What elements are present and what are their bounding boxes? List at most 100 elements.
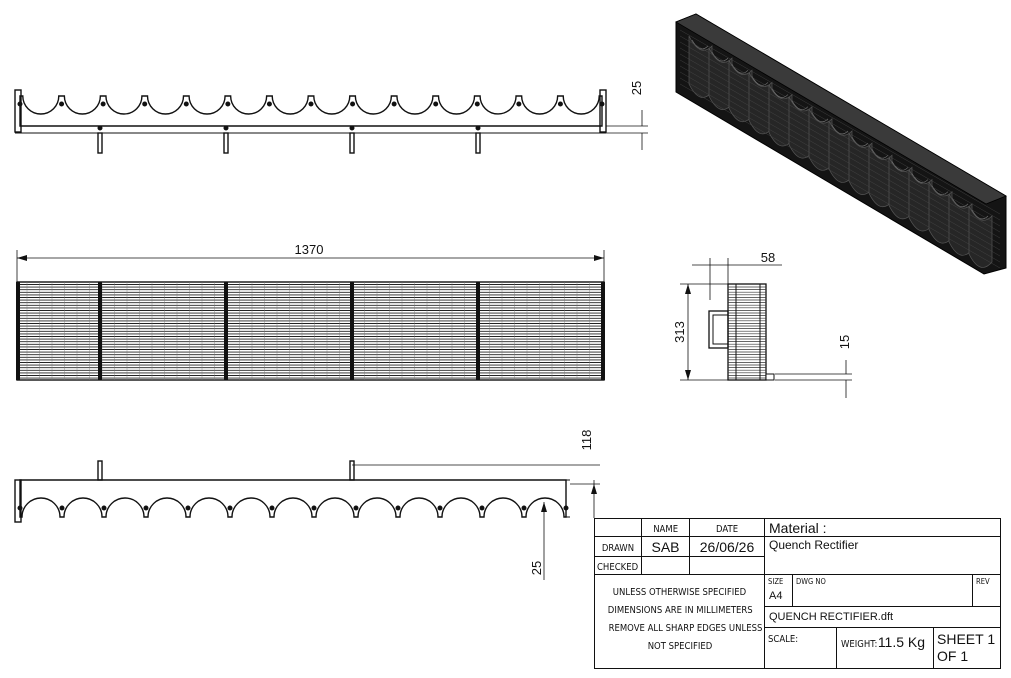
- front-support-rib: [98, 282, 102, 380]
- side-view: [708, 283, 775, 381]
- front-support-rib: [350, 282, 354, 380]
- tb-checked-label: CHECKED: [595, 557, 642, 575]
- dim-15: 15: [837, 335, 852, 349]
- top-left-endplate: [14, 89, 22, 133]
- top-view: [14, 89, 607, 154]
- front-support-rib: [224, 282, 228, 380]
- tb-checked-name: [642, 557, 690, 575]
- top-pin-hole: [350, 101, 356, 107]
- bottom-pin-hole: [353, 505, 359, 511]
- bottom-pin-hole: [563, 505, 569, 511]
- bottom-comb-outline: [19, 479, 567, 518]
- iso-fin-line: [679, 83, 1001, 269]
- top-mount-tab: [475, 132, 481, 154]
- top-pin-hole: [308, 101, 314, 107]
- iso-channel-highlight: [891, 161, 909, 171]
- top-bolt-hole: [97, 125, 103, 131]
- iso-channel-highlight: [751, 76, 769, 86]
- side-bracket-inner: [712, 314, 729, 345]
- iso-fin-line: [679, 71, 1001, 257]
- top-pin-hole: [557, 101, 563, 107]
- top-pin-hole: [59, 101, 65, 107]
- dim-top-25: 25: [629, 81, 644, 95]
- tb-drawn-label: DRAWN: [595, 537, 642, 557]
- front-support-rib: [16, 282, 20, 380]
- top-bolt-hole: [475, 125, 481, 131]
- top-pin-hole: [474, 101, 480, 107]
- title-block: NAME DATE DRAWN SAB 26/06/26 CHECKED UNL…: [594, 518, 1001, 669]
- tb-material-label: Material :: [765, 519, 1000, 537]
- bottom-pin-hole: [101, 505, 107, 511]
- top-mount-tab: [97, 132, 103, 154]
- iso-fin-line: [679, 35, 1001, 221]
- bottom-mount-tab: [349, 460, 355, 481]
- tb-weight: WEIGHT:11.5 Kg: [837, 628, 934, 668]
- tb-drawn-date: 26/06/26: [690, 537, 765, 557]
- tb-title: Quench Rectifier: [765, 537, 1000, 575]
- front-view: [16, 281, 605, 381]
- side-bracket: [708, 310, 729, 349]
- bottom-pin-hole: [479, 505, 485, 511]
- top-mount-tab: [349, 132, 355, 154]
- dim-118: 118: [579, 430, 594, 451]
- top-pin-hole: [516, 101, 522, 107]
- tb-rev: REV: [973, 575, 1000, 607]
- iso-fin-line: [679, 29, 1001, 215]
- top-pin-hole: [599, 101, 605, 107]
- iso-fin-line: [679, 59, 1001, 245]
- tb-drawn-name: SAB: [642, 537, 690, 557]
- top-pin-hole: [142, 101, 148, 107]
- iso-channel-highlight: [731, 64, 749, 74]
- iso-channel-highlight: [831, 124, 849, 135]
- iso-channel-highlight: [771, 88, 789, 98]
- dim-58: 58: [761, 250, 775, 265]
- tb-col-name: NAME: [642, 519, 690, 537]
- overall-length-dimension: 1370: [16, 242, 605, 282]
- iso-fin-line: [679, 41, 1001, 227]
- top-pin-hole: [17, 101, 23, 107]
- iso-fin-line: [679, 77, 1001, 263]
- isometric-view: [675, 13, 1007, 275]
- tb-file-name: QUENCH RECTIFIER.dft: [765, 607, 1000, 628]
- side-dimensions: 58 313 15: [672, 250, 852, 398]
- top-mount-tab: [223, 132, 229, 154]
- top-bolt-hole: [349, 125, 355, 131]
- top-pin-hole: [433, 101, 439, 107]
- tb-col-date: DATE: [690, 519, 765, 537]
- bottom-pin-hole: [311, 505, 317, 511]
- bottom-pin-hole: [269, 505, 275, 511]
- iso-channel-highlight: [971, 209, 989, 220]
- bottom-pin-hole: [395, 505, 401, 511]
- bottom-pin-hole: [59, 505, 65, 511]
- dim-bottom-25: 25: [529, 561, 544, 575]
- tb-size: SIZE A4: [765, 575, 793, 607]
- iso-channel-highlight: [951, 197, 969, 208]
- iso-fin-line: [679, 47, 1001, 233]
- top-pin-hole: [225, 101, 231, 107]
- bottom-view: [14, 460, 570, 523]
- top-pin-hole: [391, 101, 397, 107]
- tb-dwg-no: DWG NO: [793, 575, 973, 607]
- front-support-rib: [476, 282, 480, 380]
- iso-fin-line: [679, 53, 1001, 239]
- iso-channel-highlight: [811, 112, 829, 123]
- iso-channel-highlight: [791, 100, 809, 110]
- tb-checked-date: [690, 557, 765, 575]
- bottom-pin-hole: [17, 505, 23, 511]
- bottom-mount-tab: [97, 460, 103, 481]
- top-pin-hole: [100, 101, 106, 107]
- iso-channel-highlight: [711, 51, 729, 62]
- iso-channel-highlight: [871, 149, 889, 159]
- top-pin-hole: [183, 101, 189, 107]
- top-bolt-hole: [223, 125, 229, 131]
- dim-313: 313: [672, 321, 687, 343]
- bottom-pin-hole: [437, 505, 443, 511]
- top-right-endplate: [599, 89, 607, 133]
- top-view-height-dimension: 25: [606, 81, 648, 150]
- iso-fin-line: [679, 65, 1001, 251]
- dim-1370: 1370: [295, 242, 324, 257]
- tb-blank-cell: [595, 519, 642, 537]
- iso-top-face: [675, 13, 1007, 205]
- bottom-pin-hole: [521, 505, 527, 511]
